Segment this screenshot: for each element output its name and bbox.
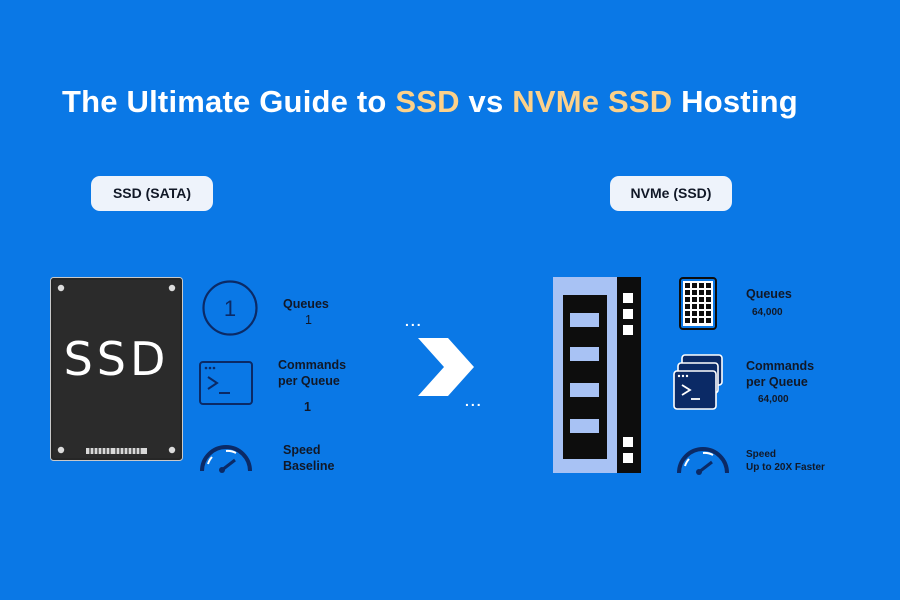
sata-queues-value: 1 [305,313,312,327]
dots-icon-top: ... [405,313,423,329]
dots-icon-bottom: ... [465,393,483,409]
sata-ssd-drive-label: SSD [64,332,170,386]
queue-circle-icon: 1 [201,279,259,337]
nvme-commands-label: Commands per Queue [746,358,814,390]
sata-speed-label-line2: Baseline [283,459,335,473]
sata-commands-label: Commands per Queue [278,357,346,389]
sata-commands-label-line2: per Queue [278,374,340,388]
terminal-icon [199,361,253,405]
nvme-speed-label-line1: Speed [746,449,777,460]
sata-ssd-drive-icon: SSD [50,277,183,461]
speedometer-icon [199,440,253,474]
nvme-speedometer-icon [676,442,730,476]
sata-commands-label-line1: Commands [278,358,347,372]
terminal-stack-icon [673,354,723,411]
nvme-commands-label-line2: per Queue [746,375,808,389]
nvme-commands-label-line1: Commands [746,359,815,373]
sata-commands-value: 1 [304,400,311,414]
nvme-ssd-stick-icon [553,277,641,473]
nvme-ssd-pill: NVMe (SSD) [610,176,732,211]
page-title: The Ultimate Guide to SSD vs NVMe SSD Ho… [62,84,798,120]
title-part-2: vs [459,84,513,119]
nvme-commands-value: 64,000 [758,394,789,405]
sata-queues-label: Queues [283,297,329,311]
nvme-speed-label: Speed Up to 20X Faster [746,448,825,474]
title-highlight-nvme: NVMe SSD [512,84,673,119]
arrow-icon [416,336,476,398]
nvme-queues-value: 64,000 [752,307,783,318]
ssd-sata-pill: SSD (SATA) [91,176,213,211]
sata-speed-label-line1: Speed [283,443,321,457]
nvme-speed-label-line2: Up to 20X Faster [746,462,825,473]
title-part-1: The Ultimate Guide to [62,84,396,119]
title-part-3: Hosting [672,84,798,119]
queue-count-badge: 1 [224,296,236,321]
nvme-queues-label: Queues [746,287,792,301]
title-highlight-ssd: SSD [395,84,460,119]
sata-speed-label: Speed Baseline [283,442,334,474]
grid-icon [679,277,717,330]
